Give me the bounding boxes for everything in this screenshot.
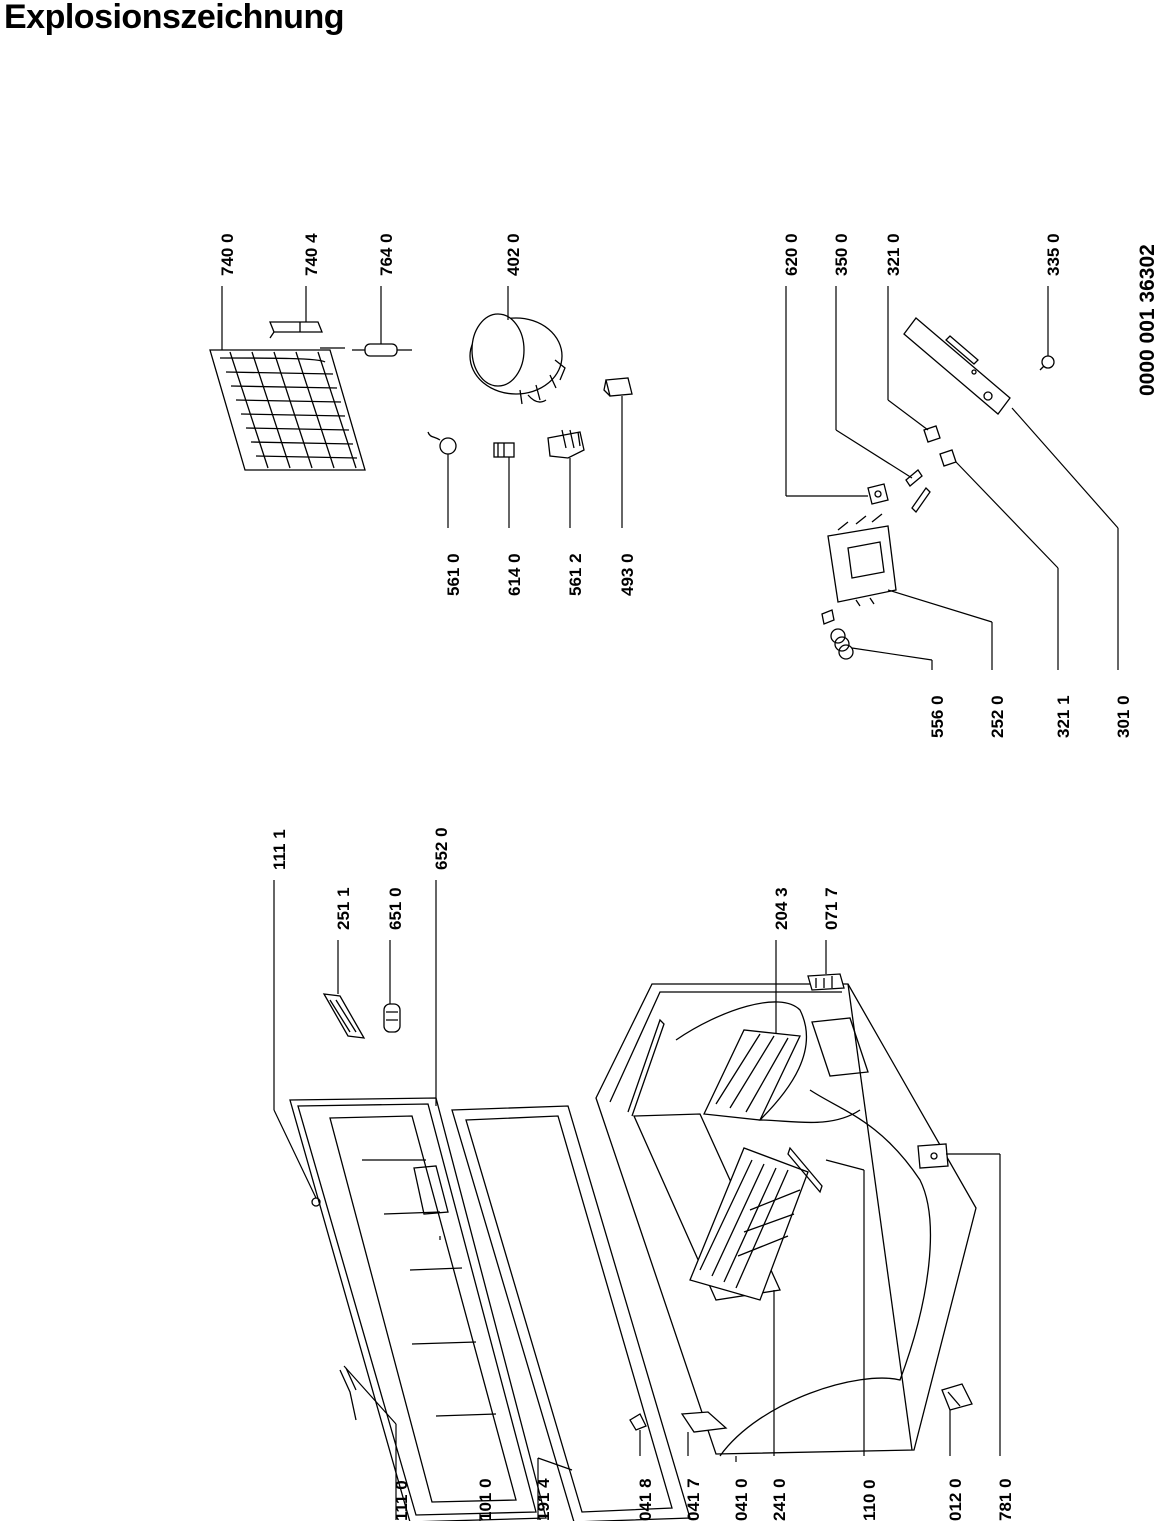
gasket-part — [451, 1105, 691, 1521]
bracket-part — [269, 321, 323, 339]
label-111-0: 111 0 — [392, 1480, 411, 1521]
hinge-bracket-part — [680, 1411, 728, 1433]
label-012-0: 012 0 — [946, 1478, 965, 1521]
thermostat-housing-part — [827, 513, 897, 607]
label-191-4: 191 4 — [534, 1478, 553, 1521]
knob-part — [1039, 355, 1055, 371]
cover-part — [603, 377, 633, 397]
page-title: Explosionszeichnung — [4, 0, 344, 36]
label-740-0: 740 0 — [218, 233, 237, 276]
document-number: 0000 001 36302 — [1136, 244, 1156, 396]
lock-part — [383, 1003, 401, 1033]
label-321-0: 321 0 — [884, 233, 903, 276]
label-556-0: 556 0 — [928, 695, 947, 738]
label-561-0: 561 0 — [444, 553, 463, 596]
label-204-3: 204 3 — [772, 887, 791, 930]
label-350-0: 350 0 — [832, 233, 851, 276]
label-301-0: 301 0 — [1114, 695, 1133, 738]
label-041-0: 041 0 — [732, 1478, 751, 1521]
overload-protector-part — [547, 429, 585, 459]
label-111-1: 111 1 — [270, 829, 289, 870]
switch-part — [867, 483, 889, 505]
thermostat-part — [821, 609, 854, 660]
label-101-0: 101 0 — [476, 1478, 495, 1521]
relay-part — [427, 431, 457, 455]
label-321-1: 321 1 — [1054, 695, 1073, 738]
dryer-filter-part — [352, 343, 412, 357]
condenser-part — [209, 347, 366, 471]
label-041-7: 041 7 — [684, 1478, 703, 1521]
label-493-0: 493 0 — [618, 553, 637, 596]
label-781-0: 781 0 — [996, 1478, 1015, 1521]
label-252-0: 252 0 — [988, 695, 1007, 738]
capacitor-part — [493, 442, 515, 458]
vent-grille-part — [807, 973, 845, 991]
label-241-0: 241 0 — [770, 1478, 789, 1521]
compressor-part — [469, 313, 566, 405]
label-652-0: 652 0 — [432, 827, 451, 870]
basket-part — [689, 1146, 823, 1301]
label-041-8: 041 8 — [636, 1478, 655, 1521]
label-335-0: 335 0 — [1044, 233, 1063, 276]
label-561-2: 561 2 — [566, 553, 585, 596]
drain-part — [917, 1143, 949, 1169]
label-110-0: 110 0 — [860, 1479, 879, 1521]
lamp-cover-part — [939, 449, 957, 467]
label-740-4: 740 4 — [302, 233, 321, 276]
divider-part — [703, 1029, 801, 1121]
label-651-0: 651 0 — [386, 887, 405, 930]
label-614-0: 614 0 — [505, 553, 524, 596]
foot-part — [941, 1383, 973, 1411]
handle-part — [322, 993, 366, 1039]
label-071-7: 071 7 — [822, 887, 841, 930]
label-402-0: 402 0 — [504, 233, 523, 276]
label-620-0: 620 0 — [782, 233, 801, 276]
label-764-0: 764 0 — [377, 233, 396, 276]
clip-part — [629, 1413, 647, 1431]
lamp-part — [905, 469, 931, 514]
label-251-1: 251 1 — [334, 887, 353, 930]
lid-part — [289, 1097, 547, 1521]
control-panel-part — [903, 317, 1011, 415]
